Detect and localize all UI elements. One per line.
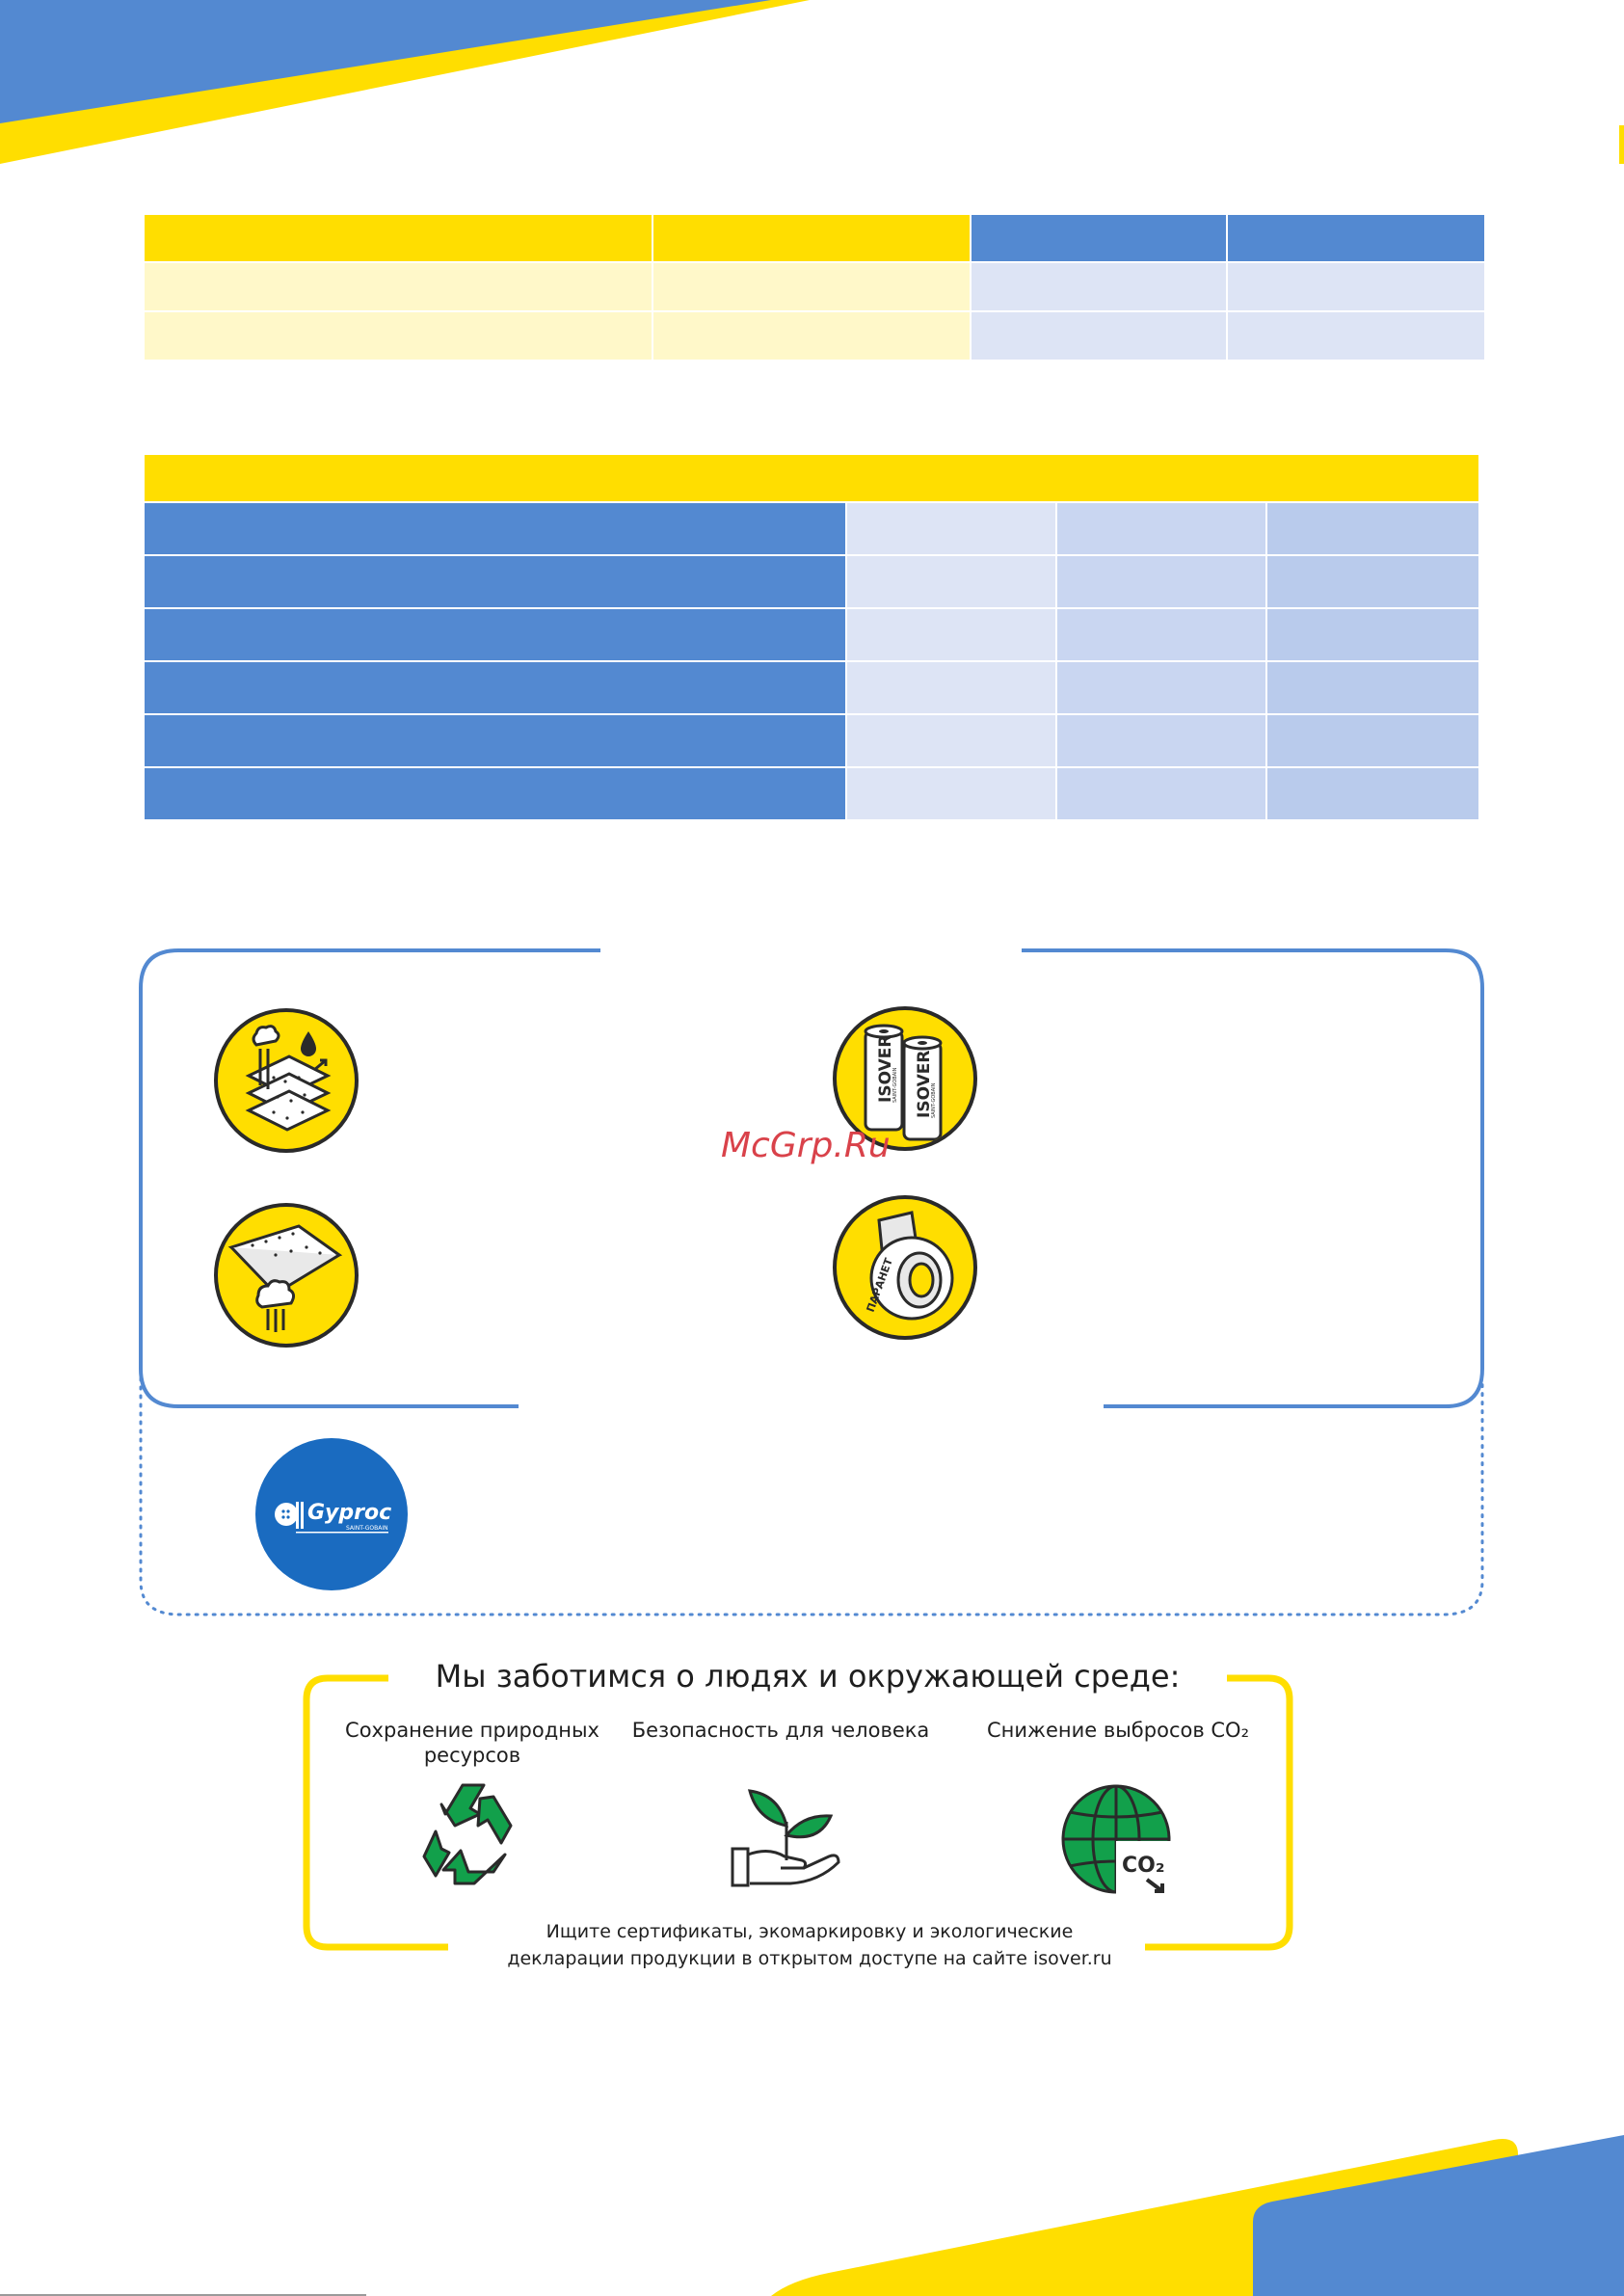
bottom-left-rule <box>0 2294 366 2296</box>
table-main-row-label <box>145 662 845 713</box>
table-main <box>145 503 1478 819</box>
table-top-cell <box>1228 312 1484 360</box>
table-main-row-label <box>145 503 845 554</box>
blue-frame-right <box>1022 948 1484 1408</box>
table-top-header-cell <box>1228 215 1484 261</box>
bottom-right-blue-stripe <box>1253 2135 1624 2296</box>
eco-item-label: Снижение выбросов CO₂ <box>964 1718 1272 1743</box>
table-main-cell <box>1057 556 1265 607</box>
table-main-cell <box>1267 609 1478 660</box>
membrane-steam-icon <box>214 1203 359 1348</box>
isover-rolls-icon: ISOVER SAINT-GOBAIN ISOVER SAINT-GOBAIN <box>833 1006 977 1151</box>
table-top-cell <box>653 312 970 360</box>
tape-roll-icon: ПАРАНЕТ <box>833 1195 977 1340</box>
table-main-cell <box>1267 662 1478 713</box>
table-main-cell <box>847 609 1055 660</box>
svg-text:SAINT-GOBAIN: SAINT-GOBAIN <box>892 1067 898 1103</box>
membrane-vapor-layers-icon <box>214 1008 359 1153</box>
table-main-cell <box>1267 715 1478 766</box>
table-main-cell <box>1057 768 1265 819</box>
svg-text:ISOVER: ISOVER <box>915 1051 934 1118</box>
table-main-cell <box>1057 609 1265 660</box>
table-top-cell <box>145 263 652 310</box>
eco-item-label-line: Снижение выбросов CO₂ <box>987 1719 1249 1742</box>
svg-text:SAINT-GOBAIN: SAINT-GOBAIN <box>346 1525 388 1532</box>
svg-text:Gyproc: Gyproc <box>307 1501 391 1525</box>
watermark-text: McGrp.Ru <box>721 1126 891 1165</box>
yellow-frame-right <box>1145 1674 1293 1951</box>
table-main-row-label <box>145 556 845 607</box>
table-top-cell <box>972 263 1226 310</box>
table-main-row-label <box>145 768 845 819</box>
table-main-cell <box>847 768 1055 819</box>
table-top-header-cell <box>653 215 970 261</box>
eco-title: Мы заботимся о людях и окружающей среде: <box>435 1658 1181 1695</box>
table-top-header-cell <box>972 215 1226 261</box>
recycle-icon <box>422 1783 513 1885</box>
svg-text:SAINT-GOBAIN: SAINT-GOBAIN <box>931 1082 937 1118</box>
top-left-blue-stripe <box>0 0 771 123</box>
eco-footer: Ищите сертификаты, экомаркировку и эколо… <box>318 1918 1301 1972</box>
eco-footer-line: декларации продукции в открытом доступе … <box>507 1948 1112 1969</box>
top-right-yellow-accent <box>1619 125 1624 164</box>
table-top-cell <box>145 312 652 360</box>
table-main-cell <box>1057 503 1265 554</box>
table-top-cell <box>972 312 1226 360</box>
table-main-row-label <box>145 609 845 660</box>
table-main-cell <box>1267 556 1478 607</box>
svg-text:CO₂: CO₂ <box>1122 1854 1164 1878</box>
table-main-cell <box>847 715 1055 766</box>
eco-item-label: Сохранение природных ресурсов <box>328 1718 617 1768</box>
eco-item-label-line: Безопасность для человека <box>631 1719 930 1742</box>
eco-footer-line: Ищите сертификаты, экомаркировку и эколо… <box>546 1921 1074 1942</box>
table-main-cell <box>1057 715 1265 766</box>
dotted-frame <box>139 1376 1484 1616</box>
table-main-cell <box>847 556 1055 607</box>
table-top-header-cell <box>145 215 652 261</box>
eco-item-label: Безопасность для человека <box>617 1718 945 1743</box>
yellow-frame-left <box>303 1674 448 1951</box>
gyproc-logo-icon: Gyproc SAINT-GOBAIN <box>255 1438 408 1590</box>
table-main-cell <box>1267 768 1478 819</box>
eco-item-label-line: Сохранение природных <box>345 1719 599 1742</box>
globe-co2-icon: CO₂ <box>1061 1784 1180 1897</box>
table-main-cell <box>847 662 1055 713</box>
table-main-header <box>145 455 1478 501</box>
table-top <box>145 215 1484 360</box>
table-main-cell <box>1057 662 1265 713</box>
eco-item-label-line: ресурсов <box>423 1744 521 1767</box>
blue-frame-left <box>139 948 600 1408</box>
plant-in-hand-icon <box>731 1789 840 1887</box>
table-main-cell <box>847 503 1055 554</box>
svg-text:ISOVER: ISOVER <box>876 1035 895 1103</box>
table-main-cell <box>1267 503 1478 554</box>
table-top-cell <box>1228 263 1484 310</box>
table-main-row-label <box>145 715 845 766</box>
table-top-cell <box>653 263 970 310</box>
